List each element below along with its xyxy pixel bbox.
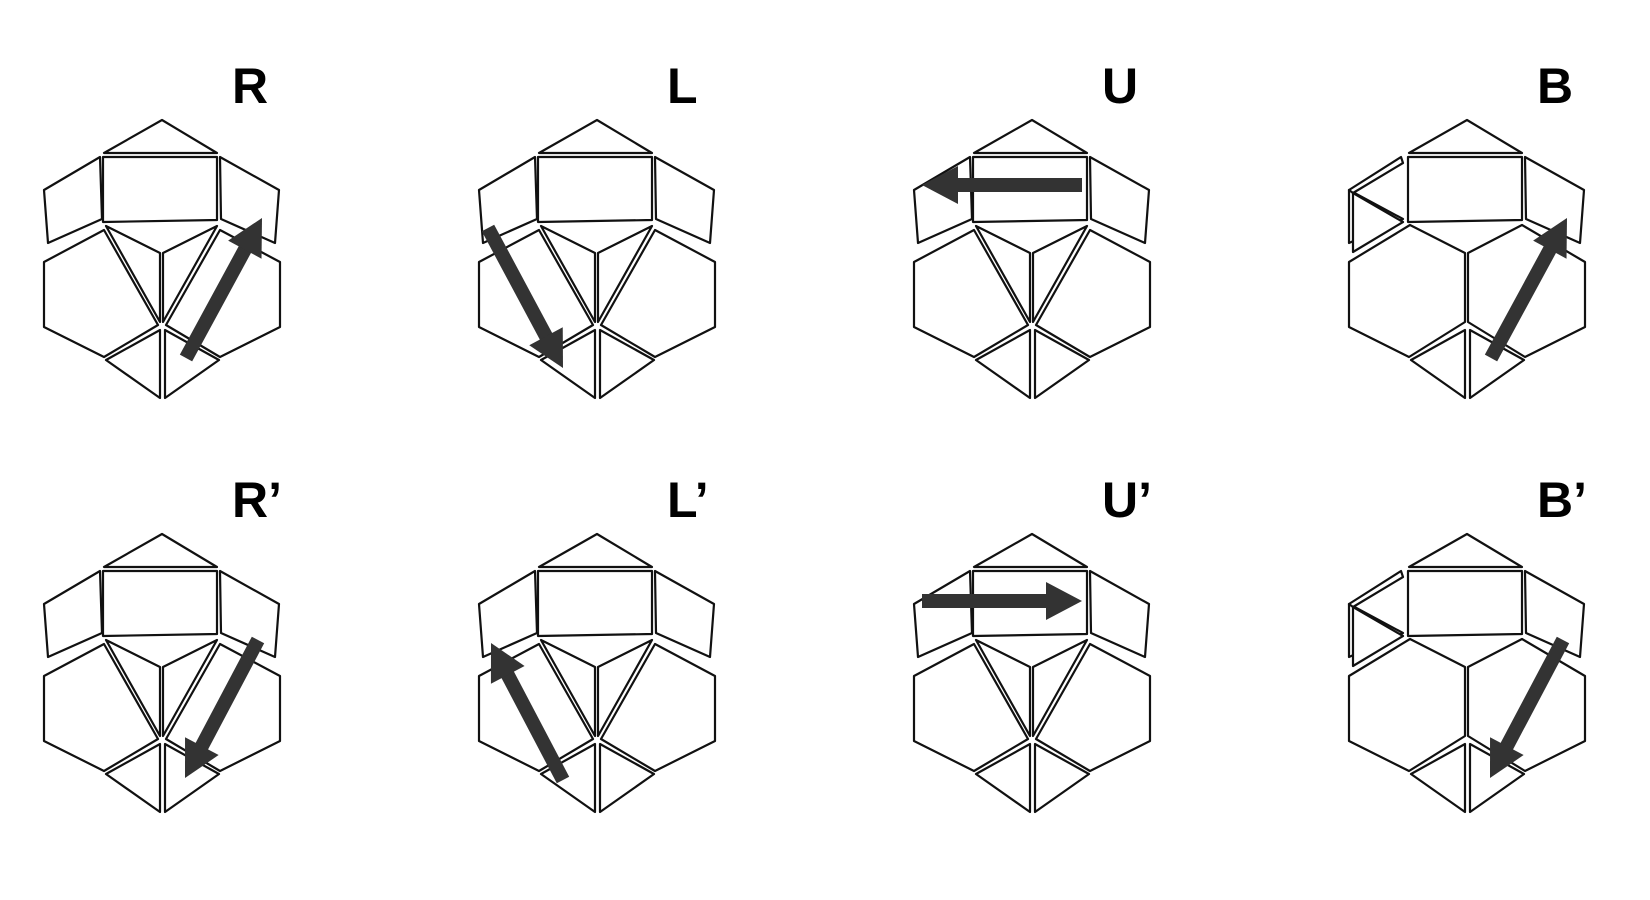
turn-arrow-right-diagonal-down [185, 636, 265, 778]
skewb-cube [912, 118, 1152, 400]
move-panel-r-prime: R’ [42, 472, 282, 814]
arrow-head [1046, 582, 1082, 620]
move-label: U [1102, 58, 1138, 114]
move-label: B’ [1537, 472, 1587, 528]
arrow-head [1490, 737, 1524, 778]
move-panel-u-prime: U’ [912, 472, 1152, 814]
move-panel-u: U [912, 58, 1152, 400]
cube-holder [477, 118, 717, 400]
turn-arrow-right-diagonal-up [179, 218, 262, 362]
turn-arrow-top-left [922, 166, 1082, 204]
move-label: R [232, 58, 268, 114]
arrow-shaft [179, 244, 252, 362]
move-panel-b-prime: B’ [1347, 472, 1587, 814]
move-panel-r: R [42, 58, 282, 400]
move-label: R’ [232, 472, 282, 528]
cube-holder [912, 118, 1152, 400]
move-label: U’ [1102, 472, 1152, 528]
skewb-cube-front [912, 532, 1152, 814]
arrow-head [922, 166, 958, 204]
arrow-head [529, 327, 563, 368]
skewb-cube [912, 532, 1152, 814]
arrow-shaft [481, 224, 554, 342]
arrow-shaft [1499, 636, 1570, 752]
arrow-head [1533, 218, 1567, 259]
arrow-head [490, 643, 525, 684]
turn-arrow-top-right [922, 582, 1082, 620]
move-label: B [1537, 58, 1573, 114]
arrow-shaft [1484, 244, 1557, 362]
move-panel-l: L [477, 58, 717, 400]
turn-arrow-left-diagonal-up [490, 643, 570, 784]
arrow-head [185, 737, 219, 778]
move-panels: R L U B R’ L’ U’ B’ [42, 58, 1587, 814]
arrow-shaft [194, 636, 265, 752]
move-panel-l-prime: L’ [477, 472, 717, 814]
turn-arrow-right-diagonal-up [1484, 218, 1567, 362]
move-panel-b: B [1347, 58, 1587, 400]
arrow-head [228, 218, 262, 259]
turn-arrow-left-diagonal-down [481, 224, 563, 368]
skewb-cube [477, 118, 717, 400]
skewb-cube-front [477, 118, 717, 400]
turn-arrow-right-diagonal-down [1490, 636, 1570, 778]
move-label: L’ [667, 472, 709, 528]
move-label: L [667, 58, 698, 114]
cube-holder [912, 532, 1152, 814]
arrow-shaft [500, 669, 570, 784]
skewb-cube-front [912, 118, 1152, 400]
